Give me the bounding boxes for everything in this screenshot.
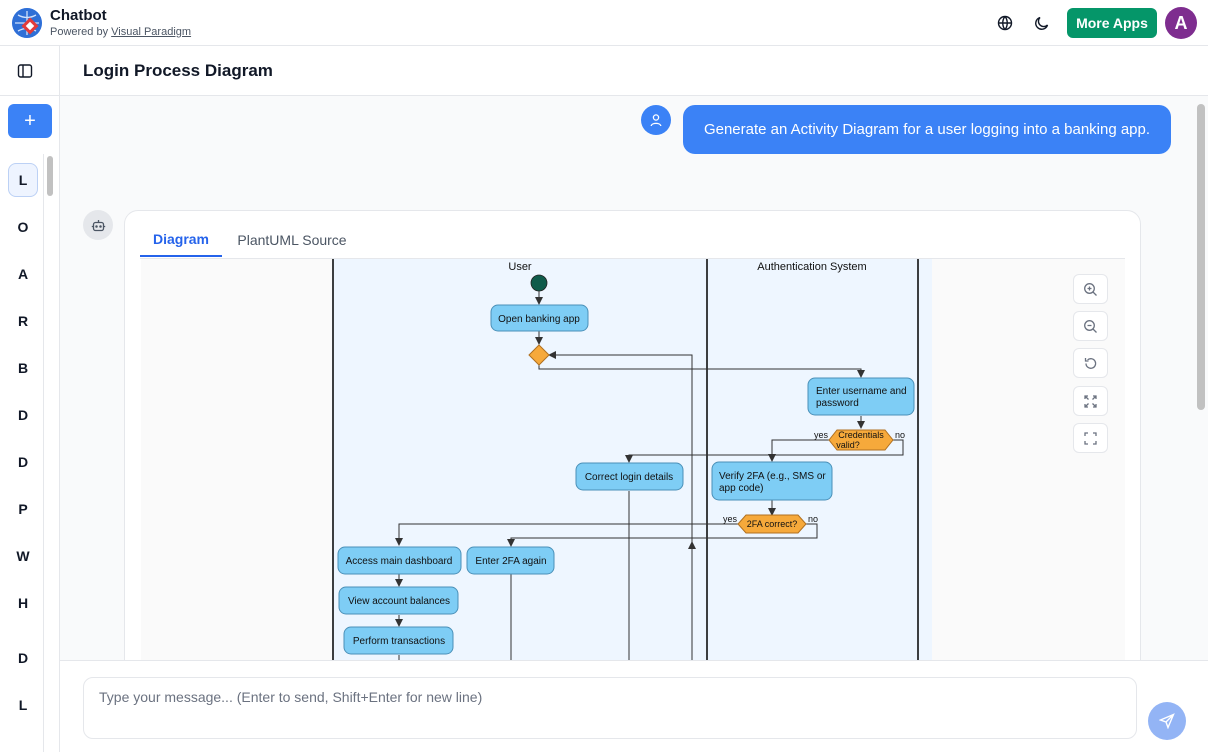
lane-label-auth: Authentication System <box>757 261 866 273</box>
conversation-item[interactable]: H <box>17 595 29 611</box>
merge-node <box>528 344 550 366</box>
chat-area: Generate an Activity Diagram for a user … <box>60 96 1208 660</box>
powered-by: Powered by Visual Paradigm <box>50 26 191 38</box>
bot-icon <box>83 210 113 240</box>
user-icon <box>641 105 671 135</box>
conversation-item[interactable]: W <box>16 548 30 564</box>
main-header: Login Process Diagram <box>60 46 1208 96</box>
input-bar <box>60 660 1208 752</box>
fit-icon[interactable] <box>1073 386 1108 416</box>
action-label: app code) <box>719 483 763 494</box>
action-label: password <box>816 398 859 409</box>
conversation-item[interactable]: R <box>17 313 29 329</box>
branch-no-label: no <box>895 430 905 440</box>
visual-paradigm-link[interactable]: Visual Paradigm <box>111 26 192 38</box>
new-chat-button[interactable]: + <box>8 104 52 138</box>
decision-credentials-valid <box>828 429 894 451</box>
send-icon <box>1159 713 1175 729</box>
edge <box>507 523 818 547</box>
app-logo-icon <box>12 8 42 38</box>
more-apps-button[interactable]: More Apps <box>1067 8 1157 38</box>
decision-label: Credentials <box>838 430 884 440</box>
conversation-item[interactable]: A <box>17 266 29 282</box>
conversation-item[interactable]: D <box>17 454 29 470</box>
sidebar: + L O A R B D D P W H D L <box>0 46 60 752</box>
action-label: Enter username and <box>816 386 907 397</box>
reset-icon[interactable] <box>1073 348 1108 378</box>
chat-scrollbar[interactable] <box>1197 104 1205 410</box>
decision-label: 2FA correct? <box>747 519 798 529</box>
zoom-out-icon[interactable] <box>1073 311 1108 341</box>
activity-diagram: User Authentication System <box>332 259 932 660</box>
branch-yes-label: yes <box>814 430 829 440</box>
action-perform-transactions <box>343 626 454 655</box>
user-avatar-button[interactable]: A <box>1165 7 1197 39</box>
conversation-item[interactable]: B <box>17 360 29 376</box>
tab-diagram[interactable]: Diagram <box>140 223 222 257</box>
app-title: Chatbot <box>50 7 107 24</box>
fullscreen-icon[interactable] <box>1073 423 1108 453</box>
action-verify-2fa <box>711 461 833 501</box>
powered-by-prefix: Powered by <box>50 26 112 38</box>
message-input[interactable] <box>83 677 1137 739</box>
action-label: Verify 2FA (e.g., SMS or <box>719 471 826 482</box>
send-button[interactable] <box>1148 702 1186 740</box>
action-view-balances <box>338 586 459 615</box>
moon-icon[interactable] <box>1028 9 1056 37</box>
action-enter-credentials <box>807 377 915 416</box>
conversation-item[interactable]: D <box>17 650 29 666</box>
branch-no-label: no <box>808 514 818 524</box>
conversation-list: L O A R B D D P W H D L <box>0 154 44 752</box>
action-open-banking-app <box>490 304 589 332</box>
action-label: Access main dashboard <box>346 556 453 567</box>
sidebar-toggle-icon[interactable] <box>16 62 34 80</box>
conversation-item[interactable]: L <box>18 697 28 713</box>
page-title: Login Process Diagram <box>83 61 273 80</box>
action-access-dashboard <box>337 546 462 575</box>
lane-label-user: User <box>508 261 532 273</box>
decision-2fa-correct <box>737 514 807 534</box>
action-label: Enter 2FA again <box>475 556 546 567</box>
action-label: View account balances <box>348 596 450 607</box>
sidebar-scrollbar[interactable] <box>47 156 53 196</box>
edge <box>768 439 829 462</box>
zoom-in-icon[interactable] <box>1073 274 1108 304</box>
top-bar: Chatbot Powered by Visual Paradigm More … <box>0 0 1208 46</box>
decision-label: valid? <box>836 440 860 450</box>
action-label: Correct login details <box>585 472 673 483</box>
globe-icon[interactable] <box>991 9 1019 37</box>
tabs-divider <box>140 258 1125 259</box>
edge <box>625 439 904 463</box>
tab-plantuml-source[interactable]: PlantUML Source <box>237 232 347 248</box>
action-correct-login <box>575 462 684 491</box>
conversation-item[interactable]: L <box>8 163 38 197</box>
branch-yes-label: yes <box>723 514 738 524</box>
sidebar-divider <box>0 95 60 96</box>
start-node <box>530 274 548 292</box>
action-label: Perform transactions <box>353 636 445 647</box>
action-enter-2fa-again <box>466 546 555 575</box>
action-label: Open banking app <box>498 314 580 325</box>
edge <box>395 523 738 546</box>
edge <box>538 364 865 378</box>
conversation-item[interactable]: D <box>17 407 29 423</box>
diagram-viewer[interactable]: User Authentication System <box>141 259 1125 660</box>
conversation-item[interactable]: O <box>17 219 29 235</box>
user-message: Generate an Activity Diagram for a user … <box>683 105 1171 154</box>
bot-response-card: Diagram PlantUML Source User Authenticat… <box>124 210 1141 660</box>
conversation-item[interactable]: P <box>18 501 28 517</box>
